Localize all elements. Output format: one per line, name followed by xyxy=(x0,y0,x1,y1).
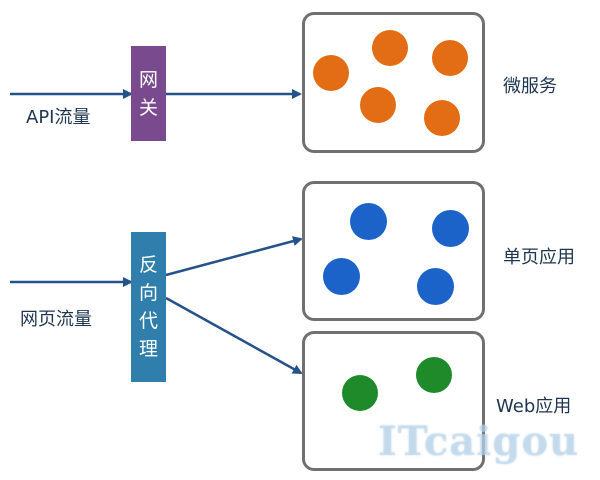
proxy-char: 代 xyxy=(138,310,158,332)
microservice-node xyxy=(372,30,408,66)
proxy-char: 向 xyxy=(138,282,158,304)
arrow-proxy-to-spa xyxy=(165,236,303,277)
web-app-node xyxy=(342,375,378,411)
spa-label: 单页应用 xyxy=(503,247,575,268)
gateway-box: 网 关 xyxy=(131,46,166,141)
microservice-node xyxy=(424,100,460,136)
gateway-char: 关 xyxy=(138,96,158,119)
microservice-node xyxy=(313,55,349,91)
web-app-container xyxy=(302,331,485,471)
gateway-char: 网 xyxy=(138,68,158,91)
spa-node xyxy=(417,268,454,305)
spa-node xyxy=(432,210,469,247)
web-app-label: Web应用 xyxy=(496,396,572,417)
watermark: ITcaigou xyxy=(378,418,580,465)
proxy-char: 理 xyxy=(138,338,158,360)
spa-node xyxy=(350,203,387,240)
reverse-proxy-box: 反 向 代 理 xyxy=(131,232,166,382)
arrow-proxy-to-webapp xyxy=(165,296,303,375)
spa-container xyxy=(302,181,485,321)
microservices-label: 微服务 xyxy=(503,76,557,97)
proxy-char: 反 xyxy=(138,254,158,276)
web-app-node xyxy=(416,357,452,393)
microservices-container xyxy=(302,12,485,153)
web-traffic-label: 网页流量 xyxy=(20,309,92,330)
spa-node xyxy=(323,258,360,295)
api-traffic-label: API流量 xyxy=(26,107,91,128)
microservice-node xyxy=(432,40,468,76)
microservice-node xyxy=(360,87,396,123)
